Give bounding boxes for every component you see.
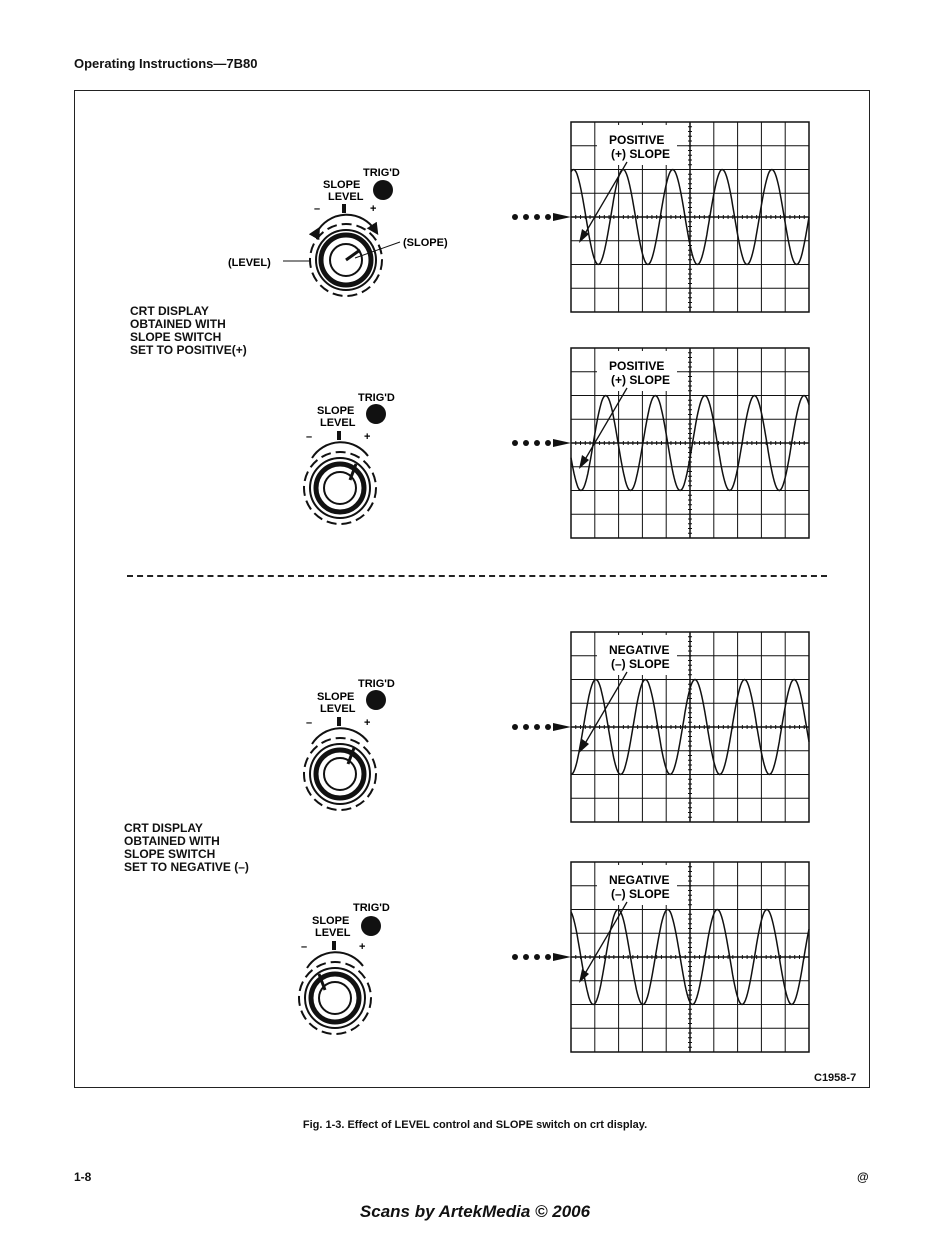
level-knob-icon[interactable] [309,223,383,297]
range-arc-icon [311,441,369,459]
plus-label: + [370,203,376,215]
level-callout: (LEVEL) [228,257,271,269]
level-label: LEVEL [320,703,356,715]
slope-name-label: NEGATIVE [609,643,669,657]
pointer-line [582,161,628,238]
section-label-positive: CRT DISPLAY OBTAINED WITH SLOPE SWITCH S… [130,304,247,357]
crt-display-4: NEGATIVE(–) SLOPE [512,861,810,1053]
label-backing [597,351,677,391]
trigger-arrow-icon [553,723,571,731]
trigger-dot-icon [512,214,518,220]
trigger-dot-icon [523,954,529,960]
pointer-line [582,387,628,464]
level-label: LEVEL [320,417,356,429]
crt-display-2: POSITIVE(+) SLOPE [512,347,810,539]
trigger-control-4: TRIG'D SLOPE LEVEL – + [298,902,390,1035]
sine-trace [570,394,810,492]
trigger-dot-icon [523,440,529,446]
trigd-lamp-icon [373,180,393,200]
trigger-dot-icon [545,214,551,220]
trigger-control-2: TRIG'D SLOPE LEVEL – + [303,392,395,525]
slope-label: SLOPE [317,405,354,417]
range-arc-icon [306,951,364,969]
trigger-dot-icon [545,440,551,446]
level-label: LEVEL [315,927,351,939]
trigd-label: TRIG'D [358,678,395,690]
trigger-dot-icon [545,724,551,730]
slope-name-label: NEGATIVE [609,873,669,887]
pointer-line [582,671,628,748]
plus-label: + [364,431,370,443]
level-knob-icon[interactable] [303,737,377,811]
revision-mark: @ [857,1170,869,1184]
minus-label: – [301,941,307,953]
trigger-dot-icon [512,724,518,730]
label-backing [597,125,677,165]
pointer-arrow-icon [579,739,589,753]
slope-sign-label: (+) SLOPE [611,147,670,161]
section-divider [127,575,827,577]
crt-display-3: NEGATIVE(–) SLOPE [512,631,810,823]
trigd-label: TRIG'D [358,392,395,404]
trigger-dot-icon [534,440,540,446]
slope-sign-label: (–) SLOPE [611,887,670,901]
trigger-dot-icon [545,954,551,960]
figure-reference-code: C1958-7 [814,1072,857,1084]
slope-label: SLOPE [312,915,349,927]
sine-trace [570,678,810,776]
trigger-dot-icon [523,724,529,730]
page-header: Operating Instructions—7B80 [74,56,258,71]
trigger-dot-icon [534,724,540,730]
plus-label: + [359,941,365,953]
range-arc-icon [311,727,369,745]
scan-credit: Scans by ArtekMedia © 2006 [359,1202,591,1221]
level-knob-icon[interactable] [303,451,377,525]
trigger-arrow-icon [553,439,571,447]
sine-trace [570,168,810,266]
trigd-lamp-icon [366,690,386,710]
trigger-arrow-icon [553,213,571,221]
label-backing [597,865,677,905]
figure-caption: Fig. 1-3. Effect of LEVEL control and SL… [302,1119,648,1131]
figure-frame [74,90,870,1088]
trigger-dot-icon [512,954,518,960]
trigger-control-3: TRIG'D SLOPE LEVEL – + [303,678,395,811]
pointer-line [582,901,628,978]
trigger-arrow-icon [553,953,571,961]
trigd-label: TRIG'D [353,902,390,914]
minus-label: – [306,717,312,729]
trigd-label: TRIG'D [363,167,400,179]
slope-name-label: POSITIVE [609,359,664,373]
minus-label: – [314,203,320,215]
trigger-dot-icon [523,214,529,220]
level-knob-icon[interactable] [298,961,372,1035]
label-backing [597,635,677,675]
pointer-arrow-icon [579,229,589,243]
minus-label: – [306,431,312,443]
section-label-negative: CRT DISPLAY OBTAINED WITH SLOPE SWITCH S… [124,821,249,874]
trigger-control-1: TRIG'D SLOPE LEVEL – + (LEVEL) (SLOPE) [228,167,448,297]
slope-label: SLOPE [323,179,360,191]
trigger-dot-icon [534,954,540,960]
page-number: 1-8 [74,1170,92,1184]
crt-display-1: POSITIVE(+) SLOPE [512,121,810,313]
trigger-dot-icon [512,440,518,446]
pointer-arrow-icon [579,455,589,469]
trigd-lamp-icon [361,916,381,936]
slope-name-label: POSITIVE [609,133,664,147]
slope-callout: (SLOPE) [403,237,448,249]
trigd-lamp-icon [366,404,386,424]
slope-label: SLOPE [317,691,354,703]
trigger-dot-icon [534,214,540,220]
range-arc-icon [308,213,379,241]
level-label: LEVEL [328,191,364,203]
slope-sign-label: (+) SLOPE [611,373,670,387]
pointer-arrow-icon [579,969,589,983]
plus-label: + [364,717,370,729]
slope-sign-label: (–) SLOPE [611,657,670,671]
